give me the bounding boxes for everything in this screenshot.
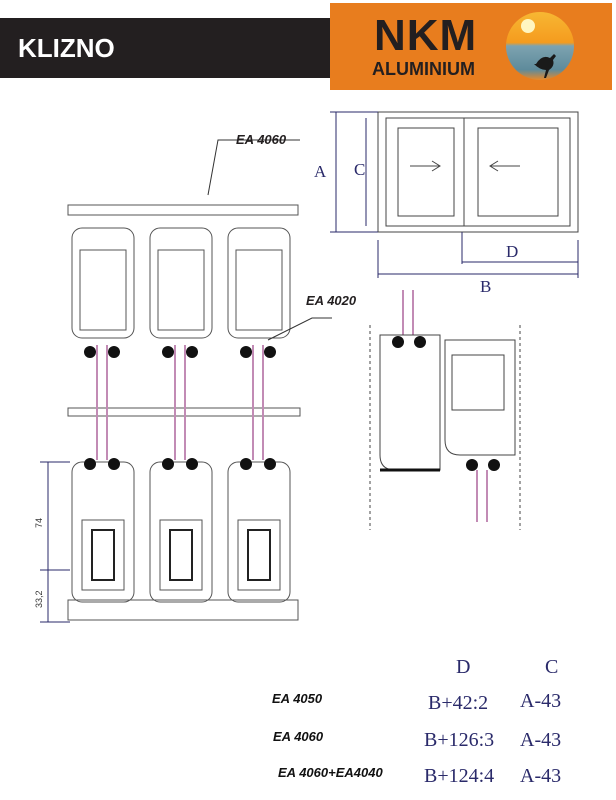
table-row-name: EA 4060: [273, 729, 324, 744]
dim-b: B: [480, 277, 492, 296]
dim-c: C: [354, 160, 366, 179]
ea-4060-label: EA 4060: [236, 132, 287, 147]
table-row-c: A-43: [520, 729, 562, 751]
table-row-name: EA 4060+EA4040: [278, 765, 383, 780]
nkm-logo: NKM ALUMINIUM: [330, 3, 612, 90]
title-bar: [0, 18, 340, 78]
table-row-c: A-43: [520, 690, 562, 712]
table-header-d: D: [456, 656, 471, 678]
logo-brand: NKM: [374, 11, 478, 60]
table-row-d: B+42:2: [428, 692, 489, 714]
table-row-d: B+124:4: [424, 765, 495, 787]
logo-subtitle: ALUMINIUM: [372, 59, 475, 79]
dim-a: A: [314, 162, 327, 181]
ea-4020-label: EA 4020: [306, 293, 357, 308]
table-row-name: EA 4050: [272, 691, 323, 706]
table-row-c: A-43: [520, 765, 562, 787]
dim-74: 74: [34, 517, 44, 528]
table-row-d: B+126:3: [424, 729, 495, 751]
dim-33: 33,2: [34, 590, 44, 608]
table-header-c: C: [545, 656, 559, 678]
kangaroo-sunset-icon: [506, 12, 574, 80]
dim-d: D: [506, 242, 519, 261]
page-title: KLIZNO: [18, 33, 115, 63]
